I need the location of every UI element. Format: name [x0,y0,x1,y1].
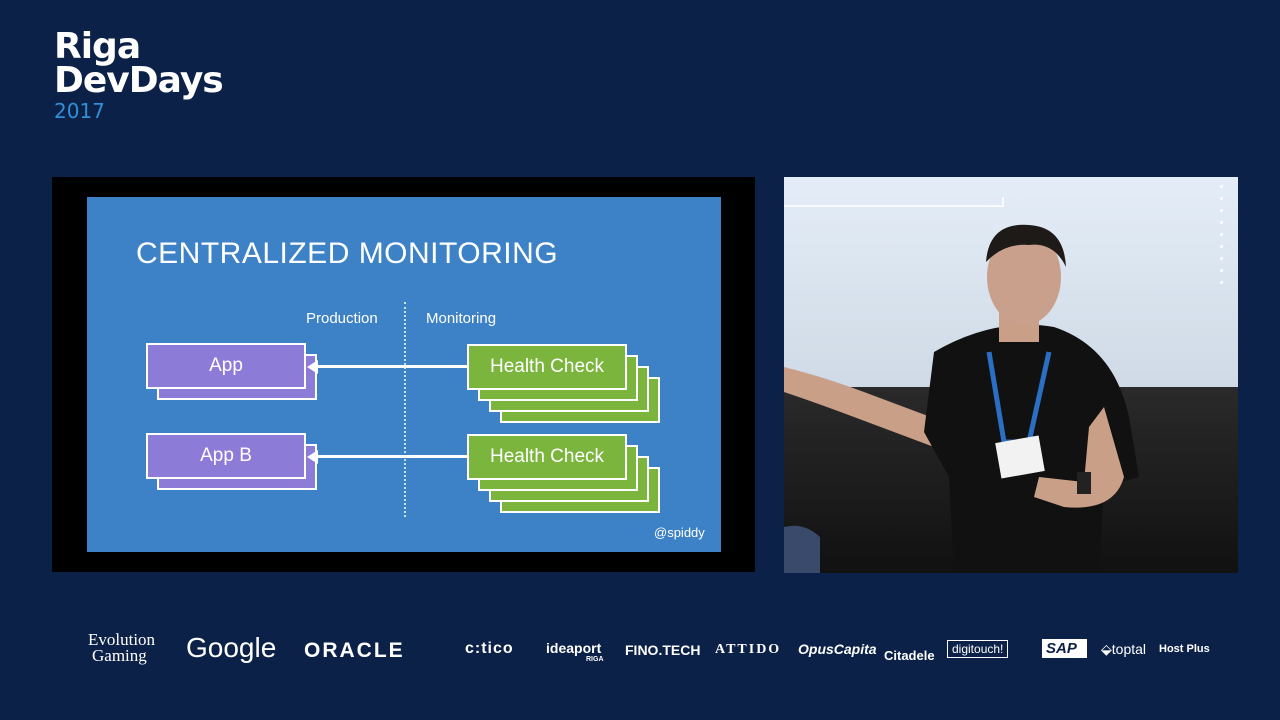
sponsor-oracle: ORACLE [304,639,405,662]
app-b-box: App B [146,433,306,479]
ideaport-sub: RIGA [586,656,604,663]
speaker-video [784,177,1238,573]
event-logo: Riga DevDays 2017 [54,26,224,123]
sponsor-digitouch: digitouch! [947,640,1009,658]
toptal-icon: ⬙ [1101,641,1112,657]
divider-line [404,302,406,517]
logo-line-riga: Riga [54,26,141,67]
screen-frame [784,197,1004,207]
evolution-line2: Gaming [92,646,147,665]
logo-year: 2017 [54,99,105,123]
logo-line-devdays: DevDays [54,60,224,101]
sponsor-citico: c:tico [465,640,514,657]
sponsor-citadele: Citadele [884,648,935,663]
sponsor-google: Google [186,632,277,663]
slide-title: CENTRALIZED MONITORING [136,237,559,270]
ideaport-name: ideaport [546,640,602,656]
sponsor-evolution-gaming: Evolution Gaming [64,630,156,665]
arrow-line [317,455,467,458]
app-box: App [146,343,306,389]
health-check-box: Health Check [467,434,627,480]
sponsor-ideaport: ideaport RIGA [546,640,604,664]
sponsor-attido: ATTIDO [715,642,782,657]
sponsor-toptal: ⬙toptal [1101,641,1146,658]
production-label: Production [306,310,378,327]
sponsor-sap: SAP [1042,639,1087,658]
speaker-handle: @spiddy [654,525,705,540]
sponsor-finotech: FINO.TECH [625,642,701,658]
arrow-head-icon [307,360,318,374]
monitoring-label: Monitoring [426,310,497,327]
speaker-figure [784,224,1139,573]
sponsor-bar: Evolution Gaming Google ORACLE c:tico id… [0,628,1280,672]
arrow-head-icon [307,450,318,464]
slide: CENTRALIZED MONITORING Production Monito… [87,197,721,552]
health-check-box: Health Check [467,344,627,390]
sponsor-hostplus: Host Plus [1159,643,1210,655]
sponsor-opuscapita: OpusCapita [798,641,877,657]
toptal-name: toptal [1111,641,1147,657]
arrow-line [317,365,467,368]
dot-column-icon [1220,185,1223,285]
slide-panel: CENTRALIZED MONITORING Production Monito… [52,177,755,572]
evolution-line1: Evolution [88,630,156,649]
